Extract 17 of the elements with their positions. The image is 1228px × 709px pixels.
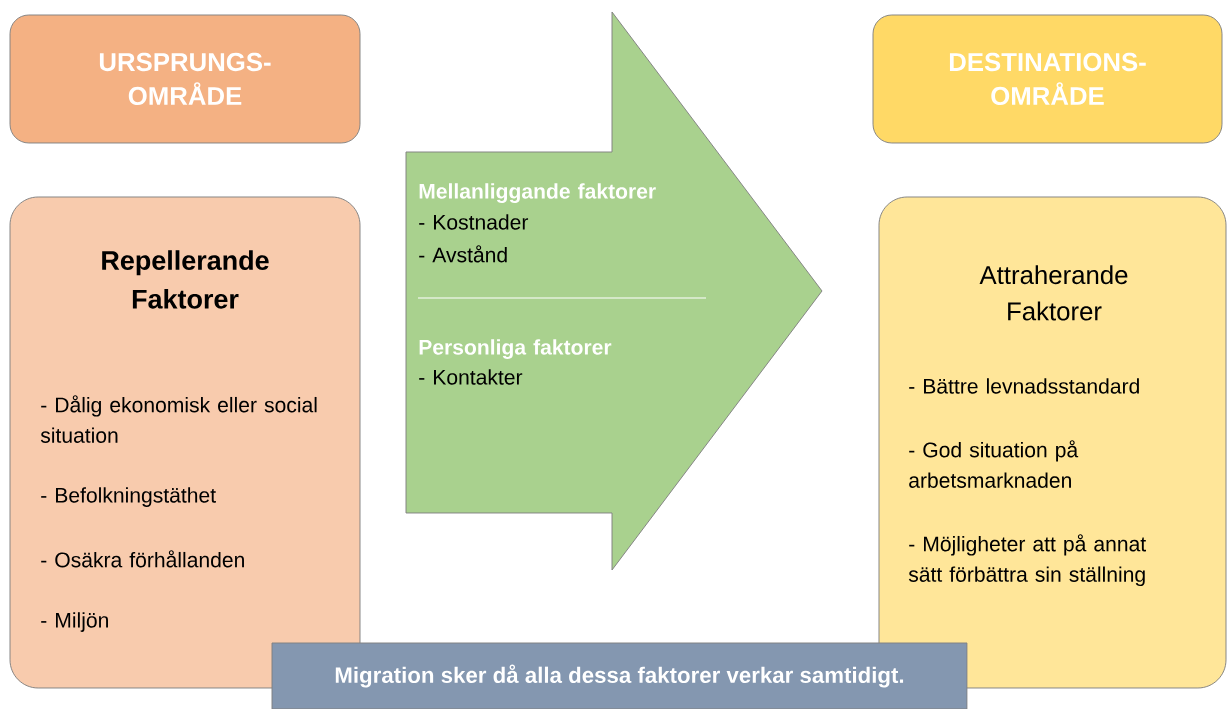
list-item: Mellanliggande faktorer [419,183,656,203]
header-box: DESTINATIONS- OMRÅDE [872,14,1223,144]
list-item: - Bättre levnadsstandard [909,378,1139,394]
heading: Attraherande Faktorer [979,265,1128,321]
list-item: Personliga faktorer [419,339,612,359]
list-item: - Kostnader [419,214,529,230]
list-item: - Möjligheter att på annat sätt förbättra sin ställning [908,534,1146,587]
list-item: - Befolkningstäthet [41,487,216,507]
list-item: - Dålig ekonomisk eller social situation [40,395,317,443]
banner: Migration sker då alla dessa faktorer verkar samtidigt. [271,642,968,709]
list-item: - God situation på arbetsmarknaden [909,440,1079,488]
list-item: - Kontakter [419,369,523,385]
list-item: - Avstånd [419,245,507,263]
list-item: - Miljön [41,612,108,632]
list-item: - Osäkra förhållanden [41,550,244,568]
heading: Repellerande Faktorer [102,250,269,309]
header-box: URSPRUNGS- OMRÅDE [9,14,361,144]
